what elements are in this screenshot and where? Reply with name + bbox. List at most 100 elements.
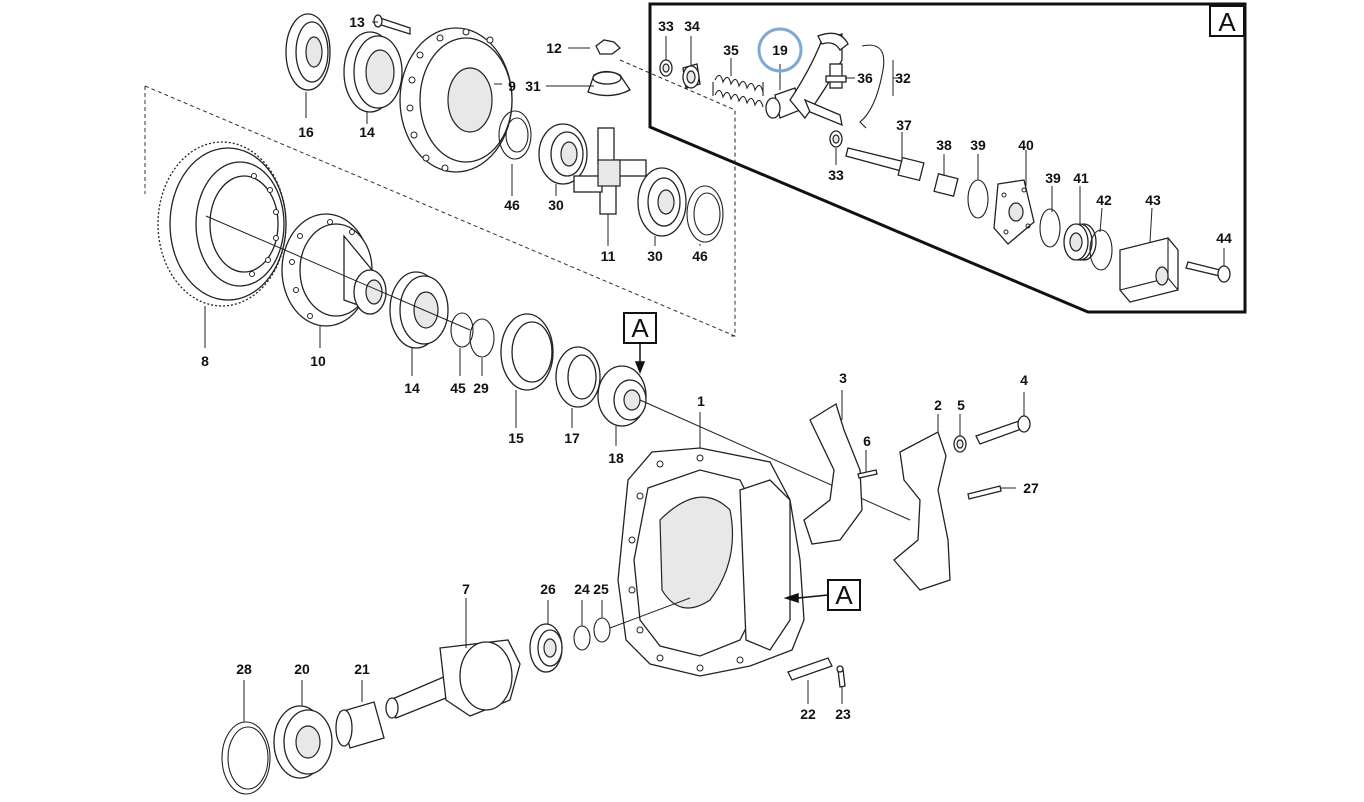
part-7-drive-pinion	[385, 639, 521, 719]
callout-25: 25	[593, 581, 609, 597]
callout-44: 44	[1216, 230, 1232, 246]
detail-a-tag-upper-label: A	[631, 313, 649, 343]
detail-a-inset: A	[648, 2, 1247, 314]
callout-17: 17	[564, 430, 580, 446]
callout-24: 24	[574, 581, 590, 597]
callout-2: 2	[934, 397, 942, 413]
callout-16: 16	[298, 124, 314, 140]
callout-46-a: 46	[504, 197, 520, 213]
part-10-diff-case	[281, 213, 387, 327]
part-17-clutch-ring	[555, 346, 601, 408]
callout-32: 32	[895, 70, 911, 86]
callout-38: 38	[936, 137, 952, 153]
callout-27: 27	[1023, 480, 1039, 496]
callout-3: 3	[839, 370, 847, 386]
callout-35: 35	[723, 42, 739, 58]
part-8-ring-gear	[157, 141, 287, 307]
callout-30-b: 30	[647, 248, 663, 264]
callout-31: 31	[525, 78, 541, 94]
part-30-pinion-gear-a	[538, 123, 588, 185]
part-19-shift-fork	[765, 32, 849, 127]
callout-15: 15	[508, 430, 524, 446]
callout-14-bottom: 14	[404, 380, 420, 396]
callout-33-b: 33	[828, 167, 844, 183]
part-37-piston-rod	[845, 147, 925, 182]
part-32-spring-clip	[859, 44, 885, 129]
part-21-spacer	[335, 701, 385, 749]
callout-12: 12	[546, 40, 562, 56]
callout-30-a: 30	[548, 197, 564, 213]
part-28-o-ring-inner	[227, 726, 269, 790]
part-40-flange	[993, 179, 1035, 245]
callout-33-a: 33	[658, 18, 674, 34]
part-35-spring	[712, 74, 764, 108]
part-16-seal	[285, 13, 331, 91]
detail-a-tag-lower-label: A	[835, 580, 853, 610]
part-9-diff-case-half	[399, 27, 513, 173]
part-43-cylinder-housing	[1119, 237, 1179, 303]
callout-10: 10	[310, 353, 326, 369]
callout-5: 5	[957, 397, 965, 413]
callout-41: 41	[1073, 170, 1089, 186]
callout-14-top: 14	[359, 124, 375, 140]
detail-a-tag-upper	[623, 312, 657, 344]
part-33-nut	[659, 59, 673, 77]
callout-34: 34	[684, 18, 700, 34]
part-33-nut-lower	[829, 130, 843, 148]
part-23-screw	[836, 665, 846, 688]
callout-21: 21	[354, 661, 370, 677]
detail-a-corner-label: A	[1218, 7, 1236, 37]
differential-group-outline	[144, 85, 736, 337]
callout-46-b: 46	[692, 248, 708, 264]
part-5-washer	[953, 435, 967, 453]
part-46-thrust-washer-a-inner	[505, 117, 529, 153]
part-20-bearing	[273, 705, 333, 779]
callout-9: 9	[508, 78, 516, 94]
part-31-side-gear	[587, 70, 631, 97]
callout-29: 29	[473, 380, 489, 396]
part-29-snap-ring	[469, 318, 495, 358]
part-27-pin	[967, 485, 1002, 500]
part-12-retainer	[595, 39, 621, 55]
callout-19: 19	[772, 42, 788, 58]
callout-37: 37	[896, 117, 912, 133]
part-30-pinion-gear-b	[637, 167, 687, 237]
part-25-washer	[593, 617, 611, 643]
part-38-sleeve	[933, 173, 959, 197]
part-44-bolt	[1185, 261, 1231, 283]
part-46-thrust-washer-b-inner	[693, 192, 721, 236]
part-41-piston	[1063, 223, 1097, 261]
part-46-thrust-washer-a	[498, 110, 532, 160]
callout-28: 28	[236, 661, 252, 677]
callout-11: 11	[601, 248, 616, 264]
part-36-pin	[825, 63, 847, 89]
part-26-bearing	[529, 623, 563, 673]
part-6-pin	[857, 469, 878, 479]
callout-43: 43	[1145, 192, 1161, 208]
callout-20: 20	[294, 661, 310, 677]
callout-6: 6	[863, 433, 871, 449]
part-42-seal	[1089, 229, 1113, 271]
part-45-shim	[450, 312, 474, 348]
callout-23: 23	[835, 706, 851, 722]
callout-7: 7	[462, 581, 470, 597]
callout-40: 40	[1018, 137, 1034, 153]
part-2-bearing-cap	[893, 431, 951, 591]
part-22-plate	[787, 657, 833, 681]
callout-18: 18	[608, 450, 624, 466]
callout-26: 26	[540, 581, 556, 597]
part-15-lock-sleeve	[500, 313, 554, 391]
callout-8: 8	[201, 353, 209, 369]
part-3-bearing-cap	[803, 403, 863, 545]
callout-36: 36	[857, 70, 873, 86]
callout-42: 42	[1096, 192, 1112, 208]
part-18-clutch-collar	[597, 365, 647, 427]
part-34-bushing	[682, 63, 701, 89]
part-28-o-ring	[221, 721, 271, 795]
part-46-thrust-washer-b	[686, 185, 724, 243]
callout-13: 13	[349, 14, 365, 30]
part-14-bearing-bottom	[389, 271, 449, 349]
highlight-circle-19	[757, 27, 803, 73]
part-39-o-ring-b	[1039, 208, 1061, 248]
